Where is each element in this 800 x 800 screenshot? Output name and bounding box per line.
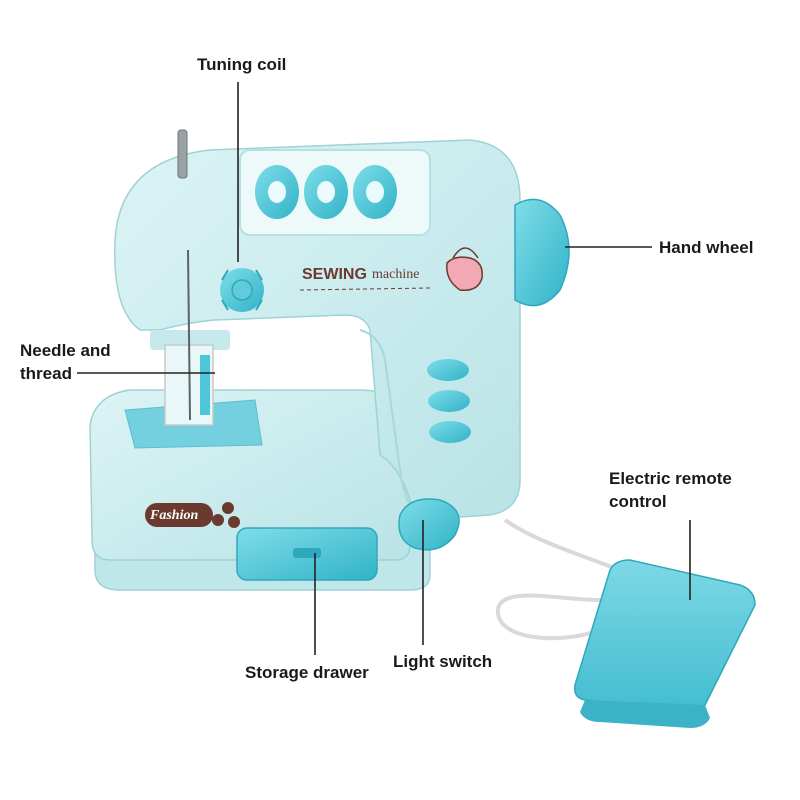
- pedal-cable: [495, 518, 642, 641]
- spool-pin: [177, 129, 188, 179]
- label-needle-line1: Needle and: [20, 341, 111, 360]
- front-button-2: [428, 390, 470, 412]
- label-electric-remote-control: Electric remote control: [609, 467, 732, 513]
- front-button-3: [429, 421, 471, 443]
- label-needle-and-thread: Needle and thread: [20, 339, 111, 385]
- label-remote-line1: Electric remote: [609, 469, 732, 488]
- brand-word: SEWING: [302, 266, 367, 283]
- label-storage-drawer: Storage drawer: [245, 663, 369, 682]
- label-hand-wheel: Hand wheel: [659, 238, 754, 257]
- light-switch: [398, 498, 460, 551]
- button-decoration: [212, 502, 240, 528]
- label-remote-line2: control: [609, 492, 667, 511]
- hand-wheel: [514, 198, 570, 307]
- brand-suffix: machine: [372, 267, 420, 282]
- label-needle-line2: thread: [20, 364, 72, 383]
- front-button-1: [427, 359, 469, 381]
- fashion-badge-text: Fashion: [150, 508, 199, 523]
- thread-spools: [255, 165, 397, 219]
- leader-lines: [77, 82, 691, 655]
- electric-remote-pedal: [573, 559, 756, 728]
- label-light-switch: Light switch: [393, 652, 493, 671]
- bag-emblem: [446, 247, 483, 291]
- tuning-coil-knob: [220, 268, 264, 312]
- fashion-badge-bg: [145, 503, 213, 527]
- label-tuning-coil: Tuning coil: [197, 55, 287, 74]
